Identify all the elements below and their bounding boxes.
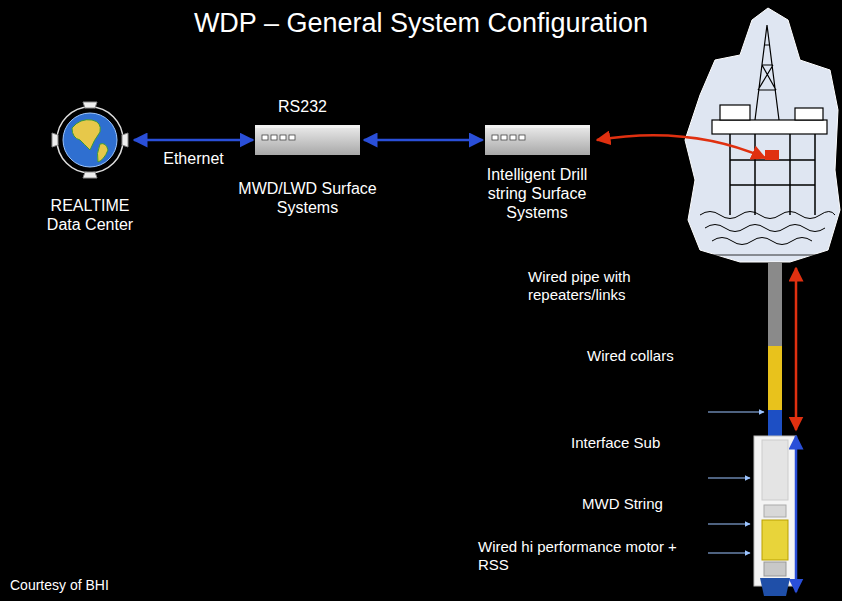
leader-lines (708, 412, 764, 553)
surface-system-node: MWD/LWD Surface Systems (225, 125, 390, 217)
surface-unit-box (485, 125, 590, 155)
offshore-rig (685, 8, 840, 262)
node-label: MWD/LWD Surface Systems (225, 179, 390, 217)
part-label: Interface Sub (571, 434, 691, 452)
surface-system-node: Intelligent Drill string Surface Systems (467, 125, 607, 222)
node-label: Intelligent Drill string Surface Systems (467, 165, 607, 222)
data-link (134, 139, 253, 142)
wired-span-arrow (795, 268, 798, 430)
rig-link-arrow (597, 135, 765, 158)
part-label: Courtesy of BHI (10, 576, 170, 594)
part-label: Wired hi performance motor + RSS (478, 538, 688, 574)
mwd-span-arrow (795, 436, 798, 592)
part-label: Wired collars (587, 347, 697, 365)
diagram-title: WDP – General System Configuration (0, 8, 842, 39)
drill-string (754, 262, 796, 596)
surface-unit-box (255, 125, 360, 155)
part-label: RS232 (278, 98, 358, 116)
data-center-node: REALTIME Data Center (35, 100, 145, 234)
data-link (364, 139, 483, 142)
globe-icon (50, 100, 130, 180)
part-label: Wired pipe with repeaters/links (528, 268, 678, 304)
node-label: REALTIME Data Center (35, 196, 145, 234)
link-label: Ethernet (161, 150, 225, 168)
part-label: MWD String (582, 495, 692, 513)
